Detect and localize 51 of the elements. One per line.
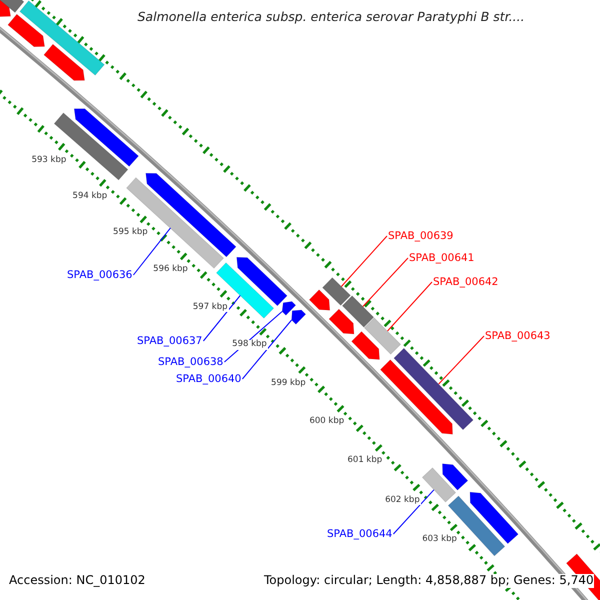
gene-block: [236, 256, 288, 306]
scale-label: 597 kbp: [192, 302, 229, 312]
scale-label: 593 kbp: [30, 156, 68, 166]
leader-line: [132, 227, 171, 276]
gene-block: [422, 467, 456, 503]
gene-block: [351, 331, 380, 360]
gene-block: [308, 289, 330, 311]
gene-block: [19, 0, 105, 76]
leader-line: [340, 236, 388, 287]
scale-label: 594 kbp: [72, 192, 108, 202]
leader-line: [202, 295, 241, 342]
accession-text: Accession: NC_010102: [9, 574, 146, 588]
gene-label: SPAB_00637: [137, 335, 202, 348]
gene-block: [328, 308, 354, 334]
gene-block: [442, 463, 468, 491]
gene-block: [291, 310, 306, 325]
scale-label: 601 kbp: [346, 456, 384, 466]
gene-block: [380, 359, 453, 435]
gene-label: SPAB_00639: [388, 230, 454, 242]
scale-label: 600 kbp: [308, 417, 346, 427]
scale-label: 595 kbp: [112, 228, 149, 238]
gene-block: [0, 0, 24, 13]
leader-line: [392, 489, 434, 534]
scale-label: 603 kbp: [421, 535, 458, 546]
gene-block: [74, 108, 139, 167]
gene-label: SPAB_00640: [176, 373, 242, 386]
topology-text: Topology: circular; Length: 4,858,887 bp; Genes: 5,740: [264, 574, 594, 588]
gene-label: SPAB_00642: [433, 276, 498, 288]
scale-label: 599 kbp: [270, 378, 307, 388]
gene-block: [322, 277, 351, 306]
gene-label: SPAB_00636: [67, 269, 132, 282]
gene-block: [43, 44, 85, 81]
leader-line: [387, 282, 432, 332]
gene-label: SPAB_00641: [409, 252, 474, 264]
leader-line: [362, 258, 408, 307]
gene-block: [7, 14, 45, 47]
gene-label: SPAB_00643: [485, 330, 550, 342]
gene-block: [364, 317, 402, 355]
gene-block: [0, 0, 11, 17]
scale-label: 598 kbp: [231, 340, 268, 350]
gene-block: [393, 348, 474, 430]
gene-label: SPAB_00644: [327, 528, 392, 540]
gene-block: [470, 492, 519, 544]
leader-line: [242, 320, 292, 380]
gene-block: [342, 295, 374, 328]
gene-label: SPAB_00638: [158, 356, 224, 368]
gene-block: [282, 301, 296, 316]
leader-line: [438, 336, 484, 384]
title: Salmonella enterica subsp. enterica serovar Paratyphi B str....: [138, 10, 525, 24]
scale-label: 596 kbp: [152, 265, 189, 276]
scale-label: 602 kbp: [384, 496, 421, 506]
